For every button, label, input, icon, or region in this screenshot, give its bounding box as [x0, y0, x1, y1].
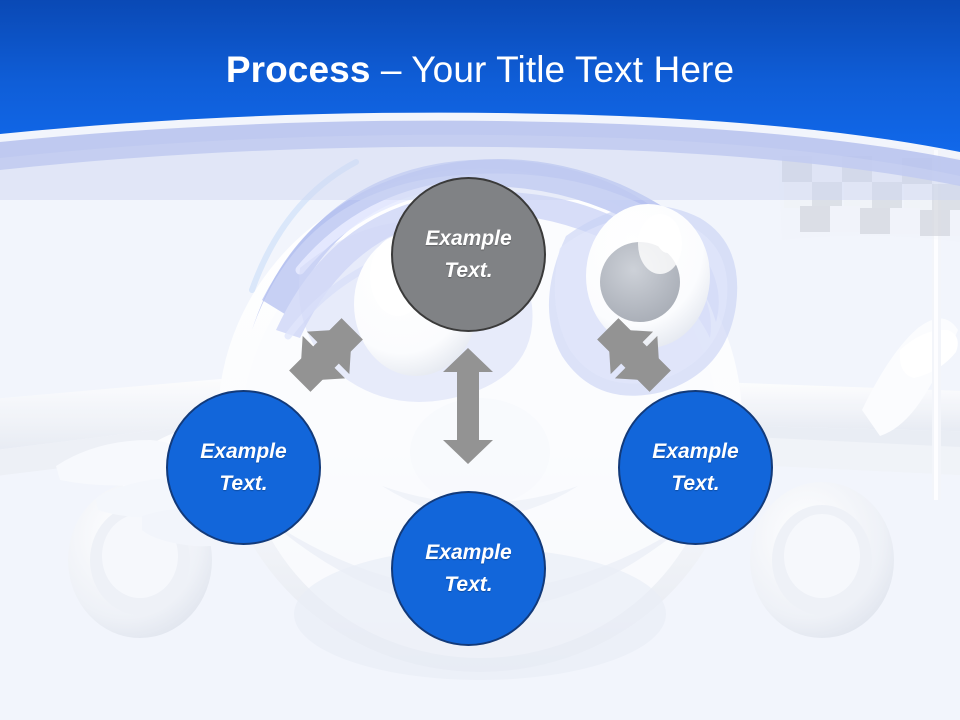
node-label-line2: Text. [444, 258, 493, 282]
slide-title: Process – Your Title Text Here [0, 48, 960, 92]
node-label-line1: Example [425, 540, 512, 564]
connector-left-to-center [289, 318, 363, 392]
slide-title-strong: Process [225, 49, 371, 90]
node-label-line2: Text. [671, 471, 720, 495]
node-label-line2: Text. [444, 572, 493, 596]
node-label-line1: Example [425, 226, 512, 250]
process-node-right[interactable]: Example Text. [618, 390, 773, 545]
process-node-bottom[interactable]: Example Text. [391, 491, 546, 646]
connector-bottom-to-center [443, 348, 493, 464]
node-label-line2: Text. [219, 471, 268, 495]
connector-right-to-center [597, 318, 671, 392]
node-label-line1: Example [200, 439, 287, 463]
process-node-left[interactable]: Example Text. [166, 390, 321, 545]
header-accent-band [0, 120, 960, 186]
process-node-center-top[interactable]: Example Text. [391, 177, 546, 332]
header-band [0, 0, 960, 200]
node-label-line1: Example [652, 439, 739, 463]
slide-title-rest: – Your Title Text Here [370, 49, 735, 90]
header-blue-shape [0, 0, 960, 152]
